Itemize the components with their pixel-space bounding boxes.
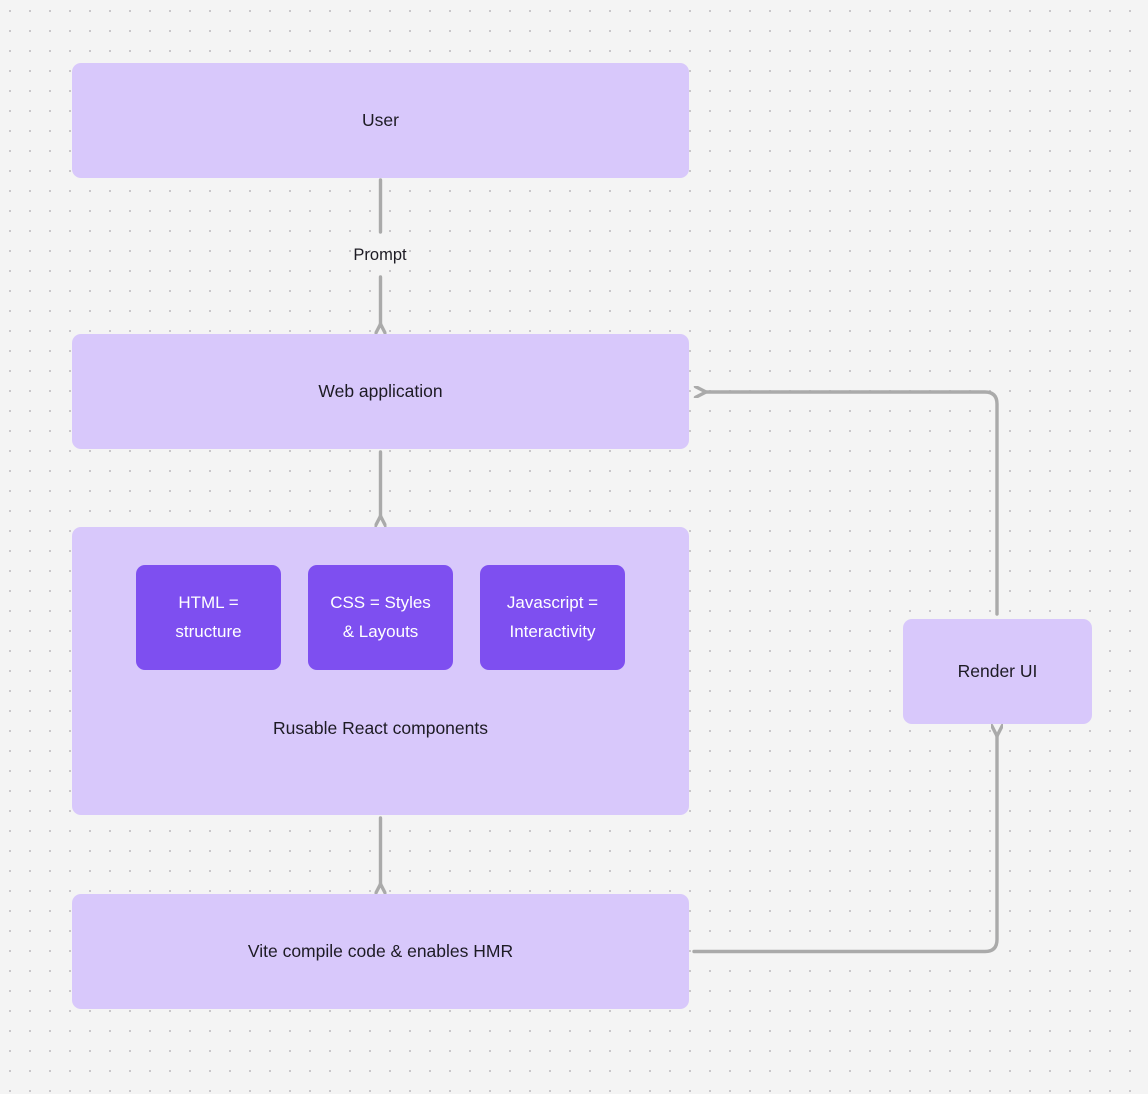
node-render-ui-label: Render UI (957, 660, 1038, 681)
node-vite[interactable]: Vite compile code & enables HMR (72, 894, 689, 1009)
node-user-label: User (362, 109, 399, 130)
sub-node-javascript[interactable]: Javascript = Interactivity (480, 565, 625, 670)
node-react-components[interactable]: HTML = structure CSS = Styles & Layouts … (72, 527, 689, 815)
sub-node-javascript-label: Javascript = Interactivity (506, 592, 599, 641)
node-web-application[interactable]: Web application (72, 334, 689, 449)
node-web-application-label: Web application (318, 380, 443, 401)
react-pillar-row: HTML = structure CSS = Styles & Layouts … (72, 565, 689, 670)
sub-node-html[interactable]: HTML = structure (136, 565, 281, 670)
edge-label-prompt: Prompt (353, 246, 407, 264)
edge-vite-to-render (692, 736, 997, 954)
node-vite-label: Vite compile code & enables HMR (247, 940, 514, 961)
sub-node-html-label: HTML = structure (175, 592, 242, 641)
sub-node-css-label: CSS = Styles & Layouts (330, 592, 431, 641)
node-react-components-caption: Rusable React components (273, 718, 488, 738)
node-user[interactable]: User (72, 63, 689, 178)
node-render-ui[interactable]: Render UI (903, 619, 1092, 724)
edge-render-to-webapp (706, 392, 999, 616)
sub-node-css[interactable]: CSS = Styles & Layouts (308, 565, 453, 670)
